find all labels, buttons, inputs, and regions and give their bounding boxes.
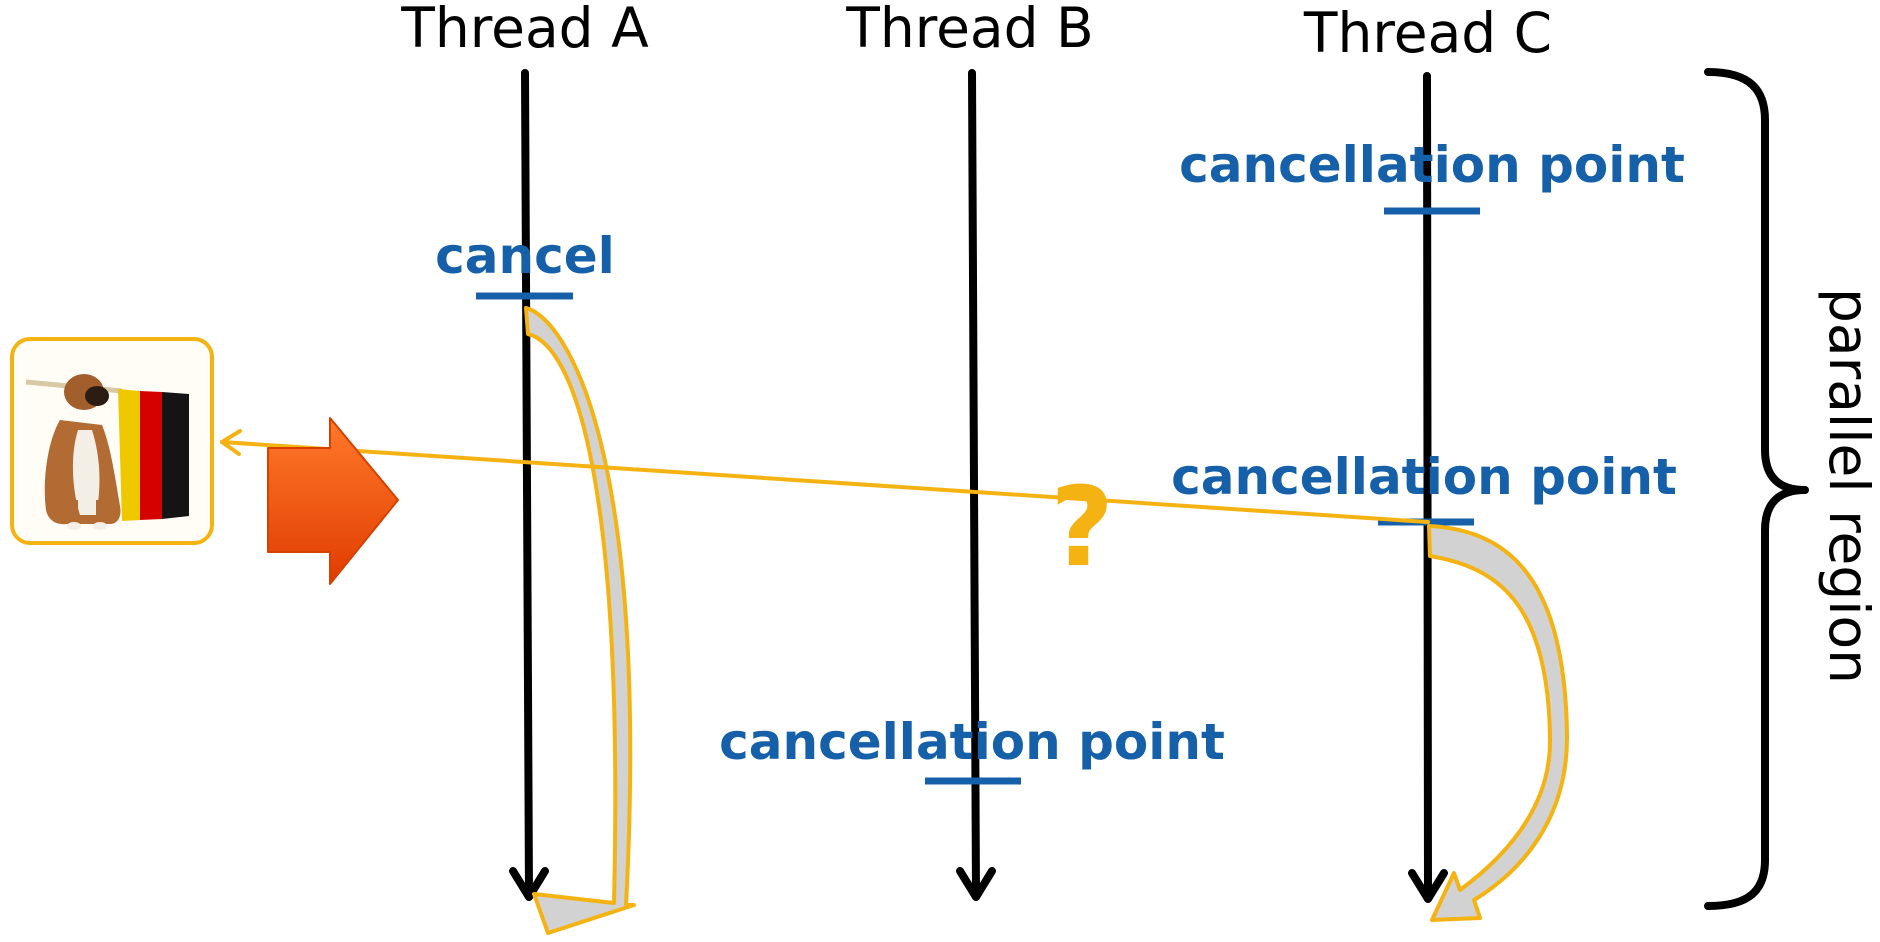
cancellation-point-b-label: cancellation point [719,713,1225,771]
cancellation-point-c-mid-label: cancellation point [1171,448,1677,506]
dog-with-german-flag-icon [12,339,212,543]
thread-a-jump-arrow [526,308,634,933]
thread-a-line [513,73,545,897]
cancellation-point-c-top-label: cancellation point [1179,136,1685,194]
right-arrow-icon [268,418,398,584]
thread-c-jump-arrow [1429,526,1567,920]
thread-b-line [960,73,992,897]
thread-c-title: Thread C [1303,1,1552,65]
cancel-label: cancel [435,227,615,285]
parallel-region-label: parallel region [1817,288,1880,684]
thread-a-title: Thread A [400,0,649,60]
question-mark: ? [1050,463,1114,591]
parallel-region-brace [1708,72,1805,906]
thread-b-title: Thread B [845,0,1094,60]
